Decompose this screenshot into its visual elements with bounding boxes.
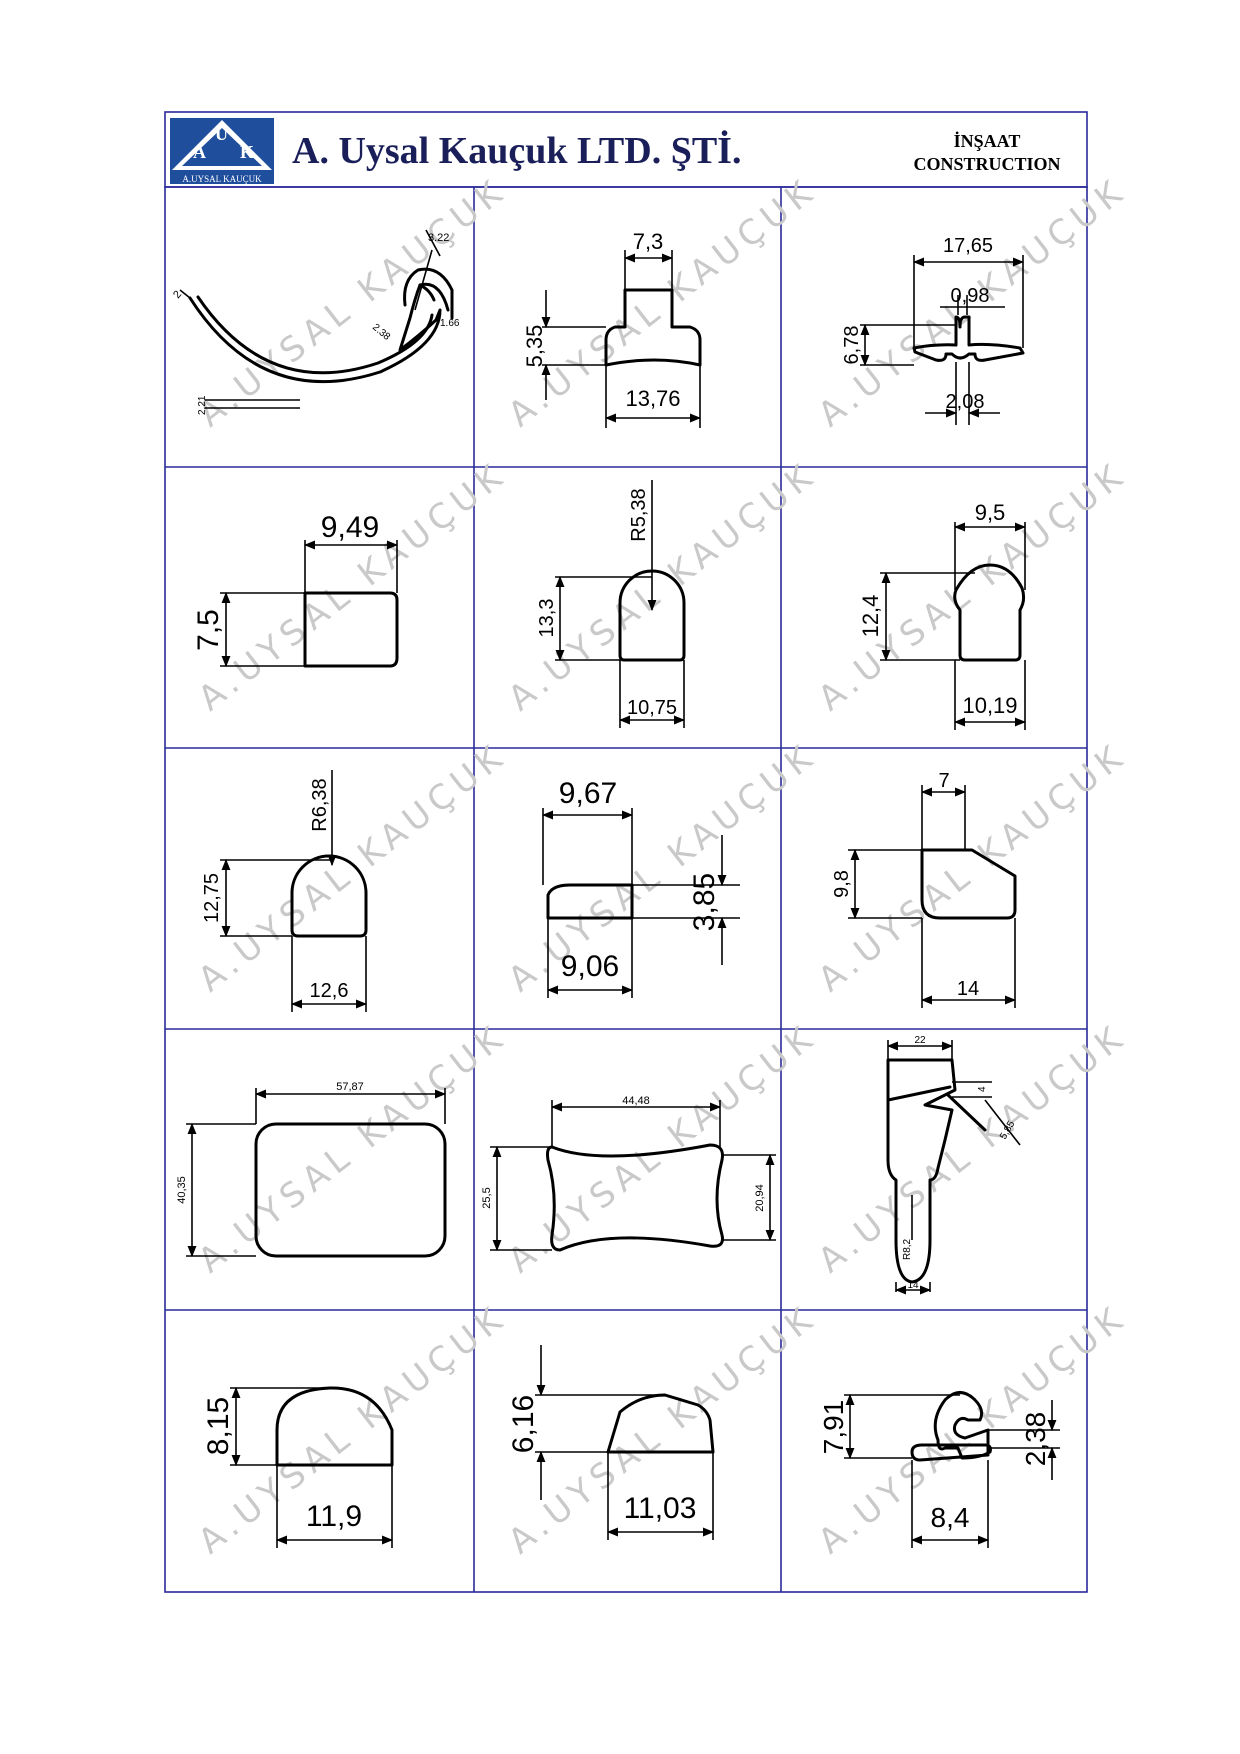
profile-large-rectangle: 57,87 40,35 (176, 1081, 447, 1258)
watermark: A.UYSAL KAUÇUK (191, 170, 514, 435)
profile-curved-lip: 3.22 2 2.38 1.66 2.21 (171, 229, 460, 415)
dimension-label: R8,2 (902, 1238, 913, 1260)
dimension-label: 4 (977, 1086, 988, 1092)
dimension-label: 9,8 (831, 870, 853, 898)
profile-winged: 17,65 0,98 6,78 2,08 (841, 235, 1025, 425)
watermarks: A.UYSAL KAUÇUK A.UYSAL KAUÇUK A.UYSAL KA… (191, 170, 1134, 1562)
dimension-label: 13,76 (625, 386, 680, 411)
dimension-label: 2.38 (370, 322, 392, 343)
watermark: A.UYSAL KAUÇUK (501, 454, 824, 719)
dimension-label: 0,98 (951, 285, 990, 307)
dimension-label: 1.66 (440, 318, 460, 329)
dimension-label: R5,38 (628, 488, 650, 541)
dimension-label: 57,87 (336, 1081, 364, 1093)
dimension-label: 25,5 (481, 1187, 493, 1208)
category-turkish: İNŞAAT (954, 131, 1021, 151)
dimension-label: 7 (938, 770, 949, 792)
dimension-label: 9,49 (321, 511, 379, 544)
profile-grid (164, 186, 1088, 1593)
watermark: A.UYSAL KAUÇUK (811, 735, 1134, 1000)
dimension-label: 14 (957, 978, 979, 1000)
dimension-label: 7,91 (818, 1400, 849, 1455)
dimension-label: 8,4 (931, 1502, 970, 1533)
dimension-label: 20,94 (754, 1184, 766, 1212)
dimension-label: 10,75 (627, 697, 677, 719)
dimension-label: 9,5 (975, 500, 1006, 525)
company-title: A. Uysal Kauçuk LTD. ŞTİ. (292, 130, 741, 172)
dimension-label: 8,15 (202, 1397, 235, 1455)
dimension-label: 9,67 (559, 777, 617, 810)
dimension-label: 10,19 (962, 693, 1017, 718)
svg-text:U: U (215, 124, 228, 144)
profile-flat-strip: 9,67 3,85 9,06 (541, 777, 740, 998)
dimension-label: R6,38 (309, 778, 331, 831)
svg-text:A: A (193, 142, 206, 162)
dimension-label: 3,85 (688, 873, 721, 931)
dimension-label: 13,3 (536, 599, 558, 638)
profile-angled: 7 9,8 14 (831, 770, 1017, 1008)
dimension-label: 44,48 (622, 1095, 650, 1107)
watermark: A.UYSAL KAUÇUK (811, 1016, 1134, 1281)
watermark: A.UYSAL KAUÇUK (191, 1016, 514, 1281)
dimension-label: 12,75 (201, 873, 223, 923)
dimension-label: 12,6 (310, 980, 349, 1002)
svg-text:K: K (240, 142, 254, 162)
profile-rectangle: 9,49 7,5 (192, 511, 399, 668)
dimension-label: 22 (914, 1035, 926, 1046)
dimension-label: 2,38 (1020, 1412, 1051, 1467)
profile-rounded-top: R5,38 13,3 10,75 (536, 480, 686, 728)
header: A U K A.UYSAL KAUÇUK A. Uysal Kauçuk LTD… (164, 111, 1088, 188)
dimension-label: 7,3 (633, 229, 664, 254)
profile-rounded-top: R6,38 12,75 12,6 (201, 770, 368, 1012)
watermark: A.UYSAL KAUÇUK (501, 735, 824, 1000)
dimension-label: 2.21 (197, 395, 208, 415)
dimension-label: 12,4 (858, 595, 883, 638)
dimension-label: 17,65 (943, 235, 993, 257)
dimension-label: 11,9 (306, 1500, 362, 1533)
dimension-label: 5,35 (522, 325, 547, 368)
dimension-label: 6,78 (841, 326, 863, 365)
profile-clip: 7,91 2,38 8,4 (818, 1391, 1060, 1548)
watermark: A.UYSAL KAUÇUK (811, 454, 1134, 719)
dimension-label: 2,08 (946, 391, 985, 413)
watermark: A.UYSAL KAUÇUK (811, 1297, 1134, 1562)
dimension-label: 3.22 (428, 232, 449, 244)
company-logo: A U K A.UYSAL KAUÇUK (170, 118, 274, 184)
logo-caption: A.UYSAL KAUÇUK (182, 174, 262, 184)
dimension-label: 9,06 (561, 950, 619, 983)
profile-dome: 8,15 11,9 (202, 1386, 394, 1548)
profile-rounded-top: 9,5 12,4 10,19 (858, 500, 1027, 730)
watermark: A.UYSAL KAUÇUK (191, 735, 514, 1000)
dimension-label: 6,16 (507, 1395, 540, 1453)
dimension-label: 7,5 (192, 609, 225, 651)
dimension-label: 40,35 (176, 1176, 188, 1204)
profile-concave-block: 44,48 25,5 20,94 (481, 1095, 776, 1252)
dimension-label: 11,03 (624, 1492, 697, 1525)
profile-t: 7,3 5,35 13,76 (522, 229, 702, 428)
dimension-label: 2 (171, 289, 184, 301)
watermark: A.UYSAL KAUÇUK (191, 454, 514, 719)
profile-trapezoid: 6,16 11,03 (507, 1345, 715, 1540)
category-english: CONSTRUCTION (913, 154, 1060, 174)
dimension-label: 14 (907, 1280, 919, 1291)
